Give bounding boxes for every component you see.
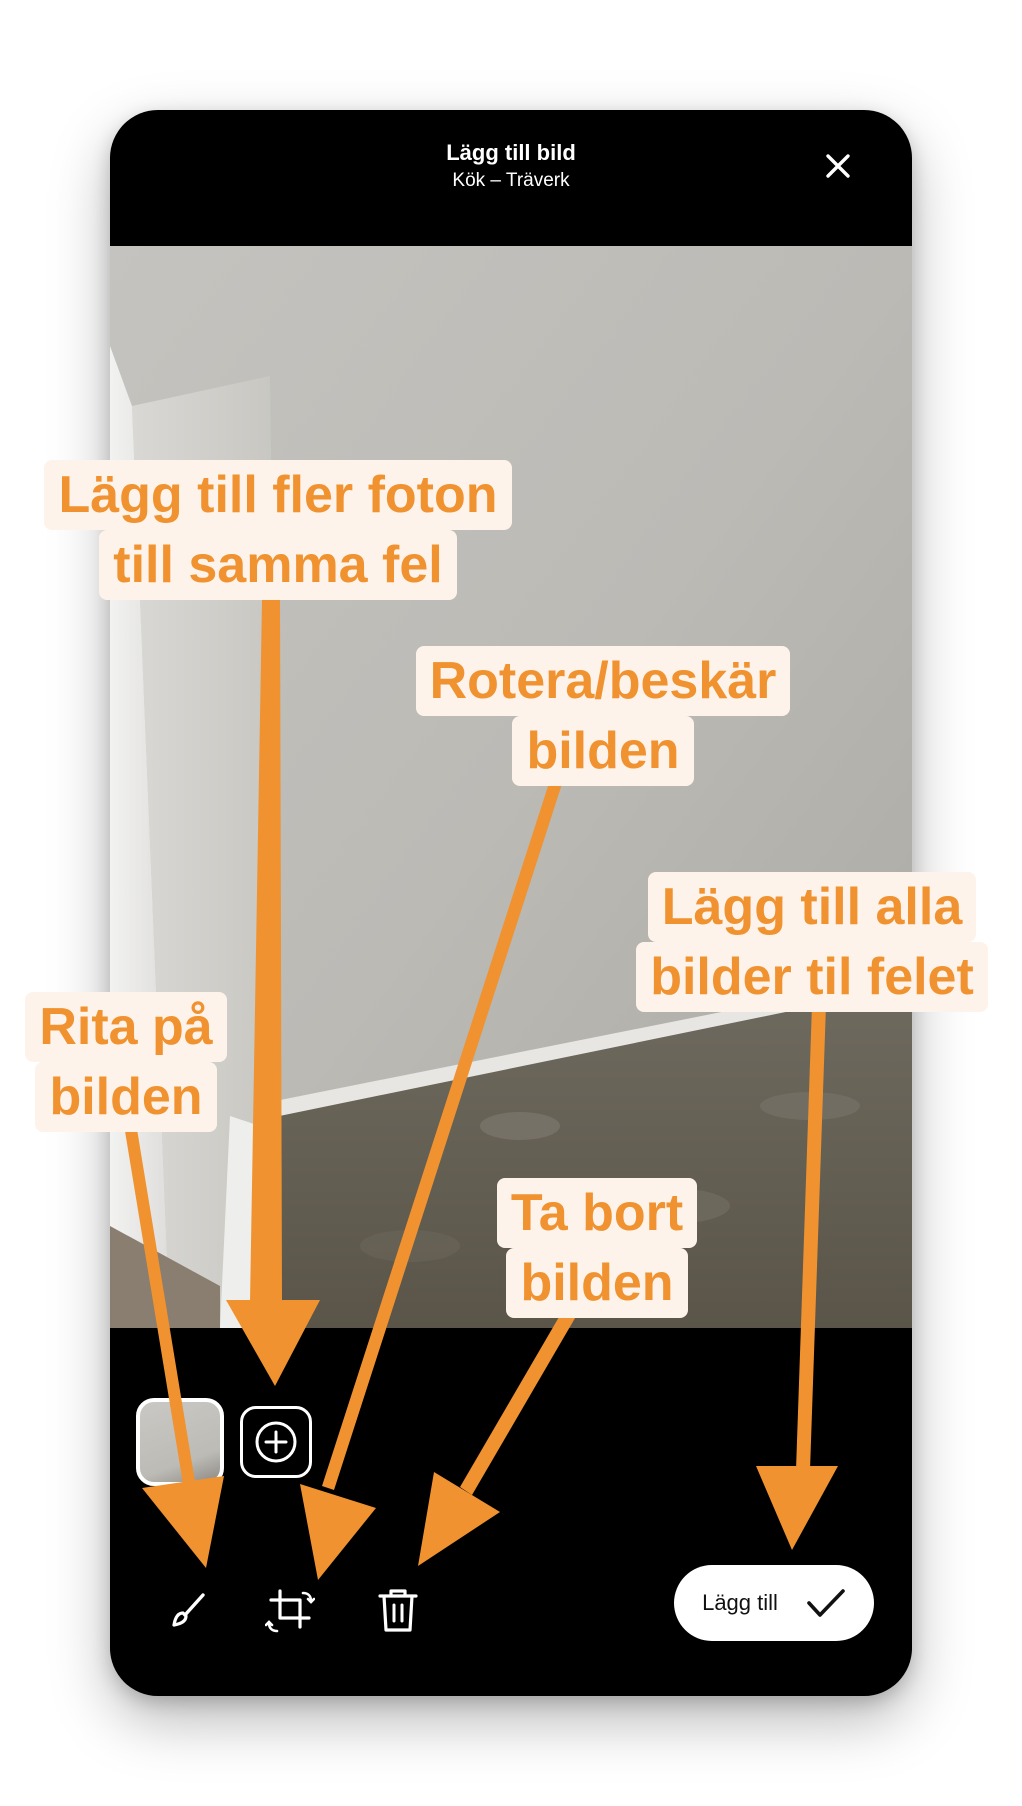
plus-icon bbox=[255, 1421, 297, 1463]
callout-submit-all: Lägg till alla bilder til felet bbox=[616, 872, 1008, 1012]
header: Lägg till bild Kök – Träverk bbox=[110, 110, 912, 246]
trash-icon bbox=[378, 1589, 418, 1632]
crop-rotate-icon bbox=[265, 1589, 315, 1633]
close-button[interactable] bbox=[818, 146, 858, 186]
checkmark-icon bbox=[807, 1589, 845, 1617]
callout-add-photos-line1: Lägg till fler foton bbox=[44, 460, 512, 530]
submit-button-label: Lägg till bbox=[702, 1590, 778, 1615]
crop-rotate-button[interactable] bbox=[262, 1582, 318, 1638]
callout-delete: Ta bort bilden bbox=[484, 1178, 710, 1318]
callout-rotate-line2: bilden bbox=[512, 716, 694, 786]
callout-rotate-line1: Rotera/beskär bbox=[415, 646, 791, 716]
callout-add-photos: Lägg till fler foton till samma fel bbox=[20, 460, 536, 600]
callout-draw-line2: bilden bbox=[35, 1062, 217, 1132]
callout-rotate: Rotera/beskär bilden bbox=[390, 646, 816, 786]
callout-submit-all-line1: Lägg till alla bbox=[647, 872, 977, 942]
callout-delete-line2: bilden bbox=[506, 1248, 688, 1318]
page-title: Lägg till bild bbox=[446, 140, 576, 165]
close-icon bbox=[826, 154, 850, 178]
photo-preview bbox=[110, 246, 912, 1328]
photo-image bbox=[110, 246, 912, 1328]
brush-icon bbox=[172, 1593, 205, 1627]
photo-thumbnail[interactable] bbox=[136, 1398, 224, 1486]
draw-button[interactable] bbox=[160, 1582, 216, 1638]
submit-button[interactable]: Lägg till bbox=[674, 1565, 874, 1641]
callout-draw: Rita på bilden bbox=[16, 992, 236, 1132]
page-subtitle: Kök – Träverk bbox=[452, 170, 570, 191]
callout-submit-all-line2: bilder til felet bbox=[636, 942, 988, 1012]
add-photo-button[interactable] bbox=[240, 1406, 312, 1478]
callout-add-photos-line2: till samma fel bbox=[99, 530, 457, 600]
callout-draw-line1: Rita på bbox=[25, 992, 227, 1062]
callout-delete-line1: Ta bort bbox=[496, 1178, 698, 1248]
delete-button[interactable] bbox=[370, 1582, 426, 1638]
